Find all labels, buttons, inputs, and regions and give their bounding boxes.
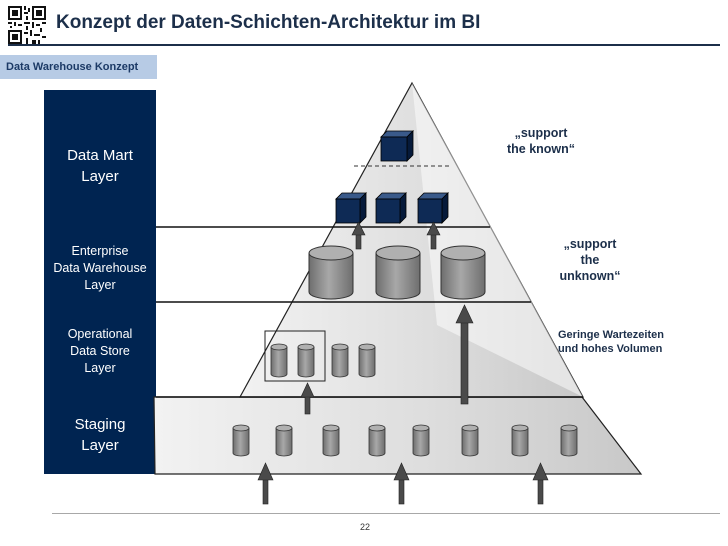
layer-label-line: Operational [67, 327, 133, 341]
note-line: und hohes Volumen [558, 343, 663, 355]
arrow-up-icon [426, 221, 441, 250]
layer-label-staging: Staging Layer [44, 414, 156, 456]
layer-label-line: Data Mart [67, 147, 133, 164]
qr-code-icon [8, 6, 46, 44]
database-icon [331, 343, 349, 378]
cube-icon [335, 192, 367, 224]
database-icon [560, 424, 578, 457]
layer-label-enterprise-dwh: Enterprise Data Warehouse Layer [44, 243, 156, 294]
layer-label-data-mart: Data Mart Layer [44, 145, 156, 187]
layer-label-line: Enterprise [71, 244, 129, 258]
page-title: Konzept der Daten-Schichten-Architektur … [56, 12, 481, 33]
note-support-known: „support the known“ [486, 125, 596, 157]
footer-divider [52, 513, 720, 514]
note-line: the known“ [506, 142, 576, 156]
database-icon [412, 424, 430, 457]
database-icon [461, 424, 479, 457]
note-line: „support [563, 237, 617, 251]
database-icon [270, 343, 288, 378]
cube-icon [375, 192, 407, 224]
layer-label-line: Data Warehouse [53, 261, 147, 275]
note-wartezeiten: Geringe Wartezeiten und hohes Volumen [558, 328, 688, 356]
layer-label-line: Layer [81, 437, 119, 454]
layer-label-line: Data Store [70, 344, 130, 358]
database-icon [322, 424, 340, 457]
arrow-up-icon [300, 382, 315, 415]
database-icon [275, 424, 293, 457]
note-line: unknown“ [559, 269, 621, 283]
section-badge: Data Warehouse Konzept [0, 55, 157, 79]
layer-label-ods: Operational Data Store Layer [44, 326, 156, 377]
database-icon [297, 343, 315, 378]
ods-highlight-box [264, 330, 326, 382]
cube-icon [380, 130, 414, 162]
layer-label-line: Staging [74, 416, 126, 433]
arrow-up-icon [257, 462, 274, 505]
layer-label-line: Layer [84, 278, 116, 292]
pyramid-highlight [412, 83, 583, 397]
arrow-up-icon [393, 462, 410, 505]
note-line: the [580, 253, 600, 267]
database-icon [232, 424, 250, 457]
arrow-up-icon [532, 462, 549, 505]
arrow-up-icon [351, 221, 366, 250]
title-underline [8, 44, 720, 46]
note-support-unknown: „support the unknown“ [540, 236, 640, 284]
layer-label-line: Layer [84, 361, 116, 375]
note-line: „support [514, 126, 568, 140]
database-icon [308, 245, 354, 300]
database-icon [358, 343, 376, 378]
cube-icon [417, 192, 449, 224]
database-icon [440, 245, 486, 300]
layer-label-line: Layer [81, 168, 119, 185]
page-number: 22 [359, 522, 370, 532]
arrow-up-icon [455, 304, 474, 405]
note-line: Geringe Wartezeiten [558, 329, 664, 341]
database-icon [368, 424, 386, 457]
database-icon [375, 245, 421, 300]
database-icon [511, 424, 529, 457]
layer-column [44, 90, 156, 474]
